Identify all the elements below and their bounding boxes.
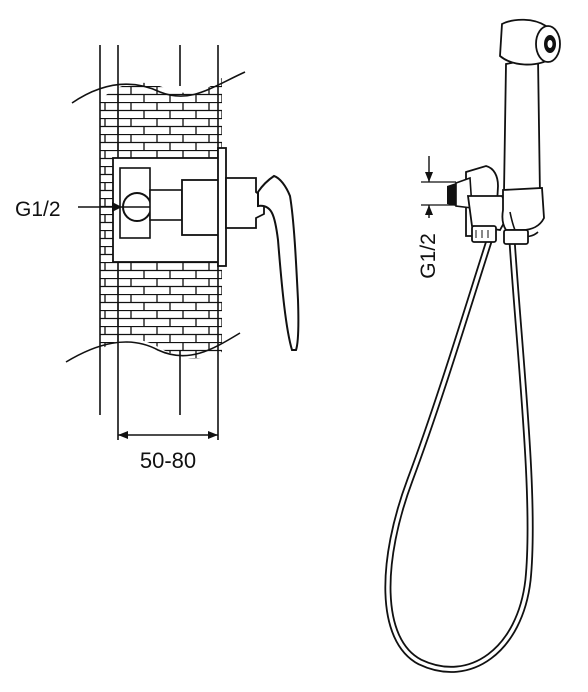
inlet-thread-arrow <box>112 202 122 212</box>
hand-shower-assembly <box>384 18 561 673</box>
cartridge-body <box>181 179 223 236</box>
mixer-body <box>112 147 300 351</box>
inlet-thread-callout: G1/2 <box>15 198 122 221</box>
mixer-lever <box>257 174 300 351</box>
handle-base <box>225 177 265 229</box>
hose-connector-left-ribs <box>475 230 489 238</box>
wall-depth-dimension: 50-80 <box>118 431 218 473</box>
break-line-bottom <box>65 332 241 363</box>
hose-connector-left <box>471 225 497 243</box>
inlet-thread-label: G1/2 <box>15 198 61 221</box>
hose-connector-right <box>503 229 529 245</box>
shower-hose-inner <box>386 236 532 672</box>
holder-thread-dimension: G1/2 <box>417 156 456 279</box>
shower-nozzle-center <box>547 40 553 48</box>
holder-thread-label: G1/2 <box>417 233 440 279</box>
holder-inlet-thread <box>447 183 456 206</box>
dimension-arrow-right <box>208 431 218 439</box>
thread-dim-arrow-bottom <box>425 205 433 215</box>
escutcheon-plate <box>217 147 227 267</box>
shower-hose-outer <box>384 234 534 673</box>
thread-dim-arrow-top <box>425 172 433 182</box>
shower-handle-cuff <box>501 187 545 231</box>
cartridge-shaft <box>149 189 183 221</box>
wall-depth-label: 50-80 <box>140 448 196 473</box>
dimension-arrow-left <box>118 431 128 439</box>
break-line-top <box>71 71 246 104</box>
